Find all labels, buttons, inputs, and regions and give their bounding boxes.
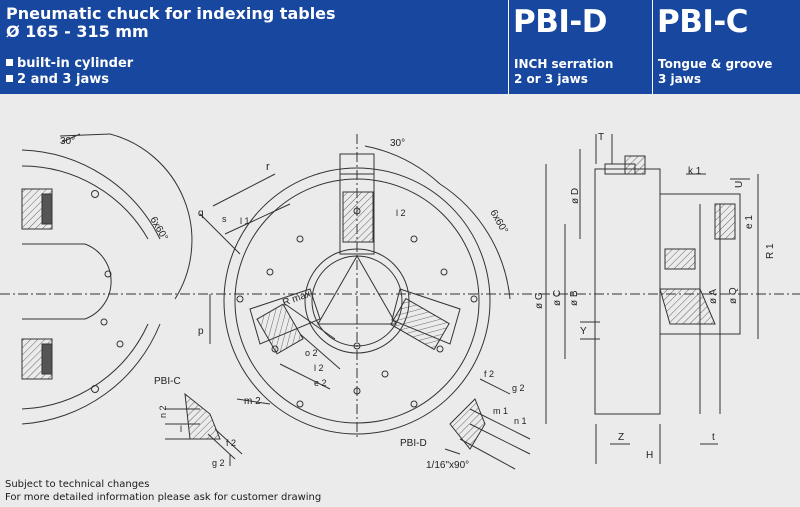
B-dimension: ø B xyxy=(569,290,580,306)
feature-item: built-in cylinder xyxy=(6,56,133,72)
l-dimension: l xyxy=(180,424,182,434)
pbi-d-detail xyxy=(444,378,531,470)
feature-list: built-in cylinder 2 and 3 jaws xyxy=(6,56,133,88)
footnote: For more detailed information please ask… xyxy=(5,492,322,503)
variant-code: PBI-C xyxy=(657,4,749,40)
m1-dimension: m 1 xyxy=(493,406,508,416)
angle-center-label: 30° xyxy=(390,138,405,149)
variant-pbi-c: PBI-C Tongue & groove 3 jaws xyxy=(653,0,800,94)
feature-item: 2 and 3 jaws xyxy=(6,72,133,88)
m2-dimension: m 2 xyxy=(244,396,261,407)
Y-dimension: Y xyxy=(580,326,587,337)
technical-drawing: 30° 6x60° xyxy=(0,132,800,471)
g2b-dimension: g 2 xyxy=(512,383,525,393)
variant-pbi-d: PBI-D INCH serration 2 or 3 jaws xyxy=(509,0,652,94)
g2a-dimension: g 2 xyxy=(212,458,225,468)
variant-description: Tongue & groove 3 jaws xyxy=(658,57,773,86)
t-dimension: t xyxy=(712,432,715,443)
o2-dimension: o 2 xyxy=(305,348,318,358)
pbi-d-label: PBI-D xyxy=(400,438,427,449)
n2-dimension: n 2 xyxy=(158,405,168,418)
D-dimension: ø D xyxy=(570,188,581,204)
q-dimension: q xyxy=(198,208,204,219)
l2b-dimension: l 2 xyxy=(314,363,324,373)
side-section-view xyxy=(540,134,800,464)
G-dimension: ø G xyxy=(534,292,545,309)
pbi-c-detail xyxy=(165,392,243,466)
n1-dimension: n 1 xyxy=(514,416,527,426)
r-dimension: r xyxy=(266,161,270,173)
angle-left-label: 30° xyxy=(60,136,75,147)
header-divider xyxy=(508,0,509,94)
p-dimension: p xyxy=(198,326,204,337)
Q-dimension: ø Q xyxy=(728,287,739,304)
variant-description: INCH serration 2 or 3 jaws xyxy=(514,57,614,86)
C-dimension: ø C xyxy=(552,290,563,306)
header-banner: Pneumatic chuck for indexing tables Ø 16… xyxy=(0,0,800,94)
e2-dimension: e 2 xyxy=(314,378,327,388)
left-front-view xyxy=(0,133,193,425)
bullet-square-icon xyxy=(6,75,13,82)
R1-dimension: R 1 xyxy=(765,243,776,259)
e1-dimension: e 1 xyxy=(744,215,755,229)
bolt-center-label: 6x60° xyxy=(487,208,509,236)
footnote: Subject to technical changes xyxy=(5,479,150,490)
k1-dimension: k 1 xyxy=(688,166,702,177)
U-dimension: U xyxy=(734,181,745,188)
inch-serration-label: 1/16"x90° xyxy=(426,460,469,471)
f2a-dimension: f 2 xyxy=(226,438,236,448)
bolt-left-label: 6x60° xyxy=(147,215,169,243)
header-divider xyxy=(652,0,653,94)
rmax-dimension: R max xyxy=(281,289,312,309)
variant-code: PBI-D xyxy=(513,4,607,40)
bullet-square-icon xyxy=(6,59,13,66)
page-title: Pneumatic chuck for indexing tables xyxy=(6,4,336,23)
size-range: Ø 165 - 315 mm xyxy=(6,22,149,41)
T-dimension: T xyxy=(598,132,604,143)
H-dimension: H xyxy=(646,450,653,461)
l2-dimension: l 2 xyxy=(396,208,406,218)
A-dimension: ø A xyxy=(708,289,719,304)
Z-dimension: Z xyxy=(618,432,624,443)
l1-dimension: l 1 xyxy=(240,216,250,226)
f2b-dimension: f 2 xyxy=(484,369,494,379)
pbi-c-label: PBI-C xyxy=(154,376,181,387)
center-front-view xyxy=(180,134,540,439)
footer-notes: Subject to technical changes For more de… xyxy=(5,478,321,504)
s-dimension: s xyxy=(222,214,227,224)
